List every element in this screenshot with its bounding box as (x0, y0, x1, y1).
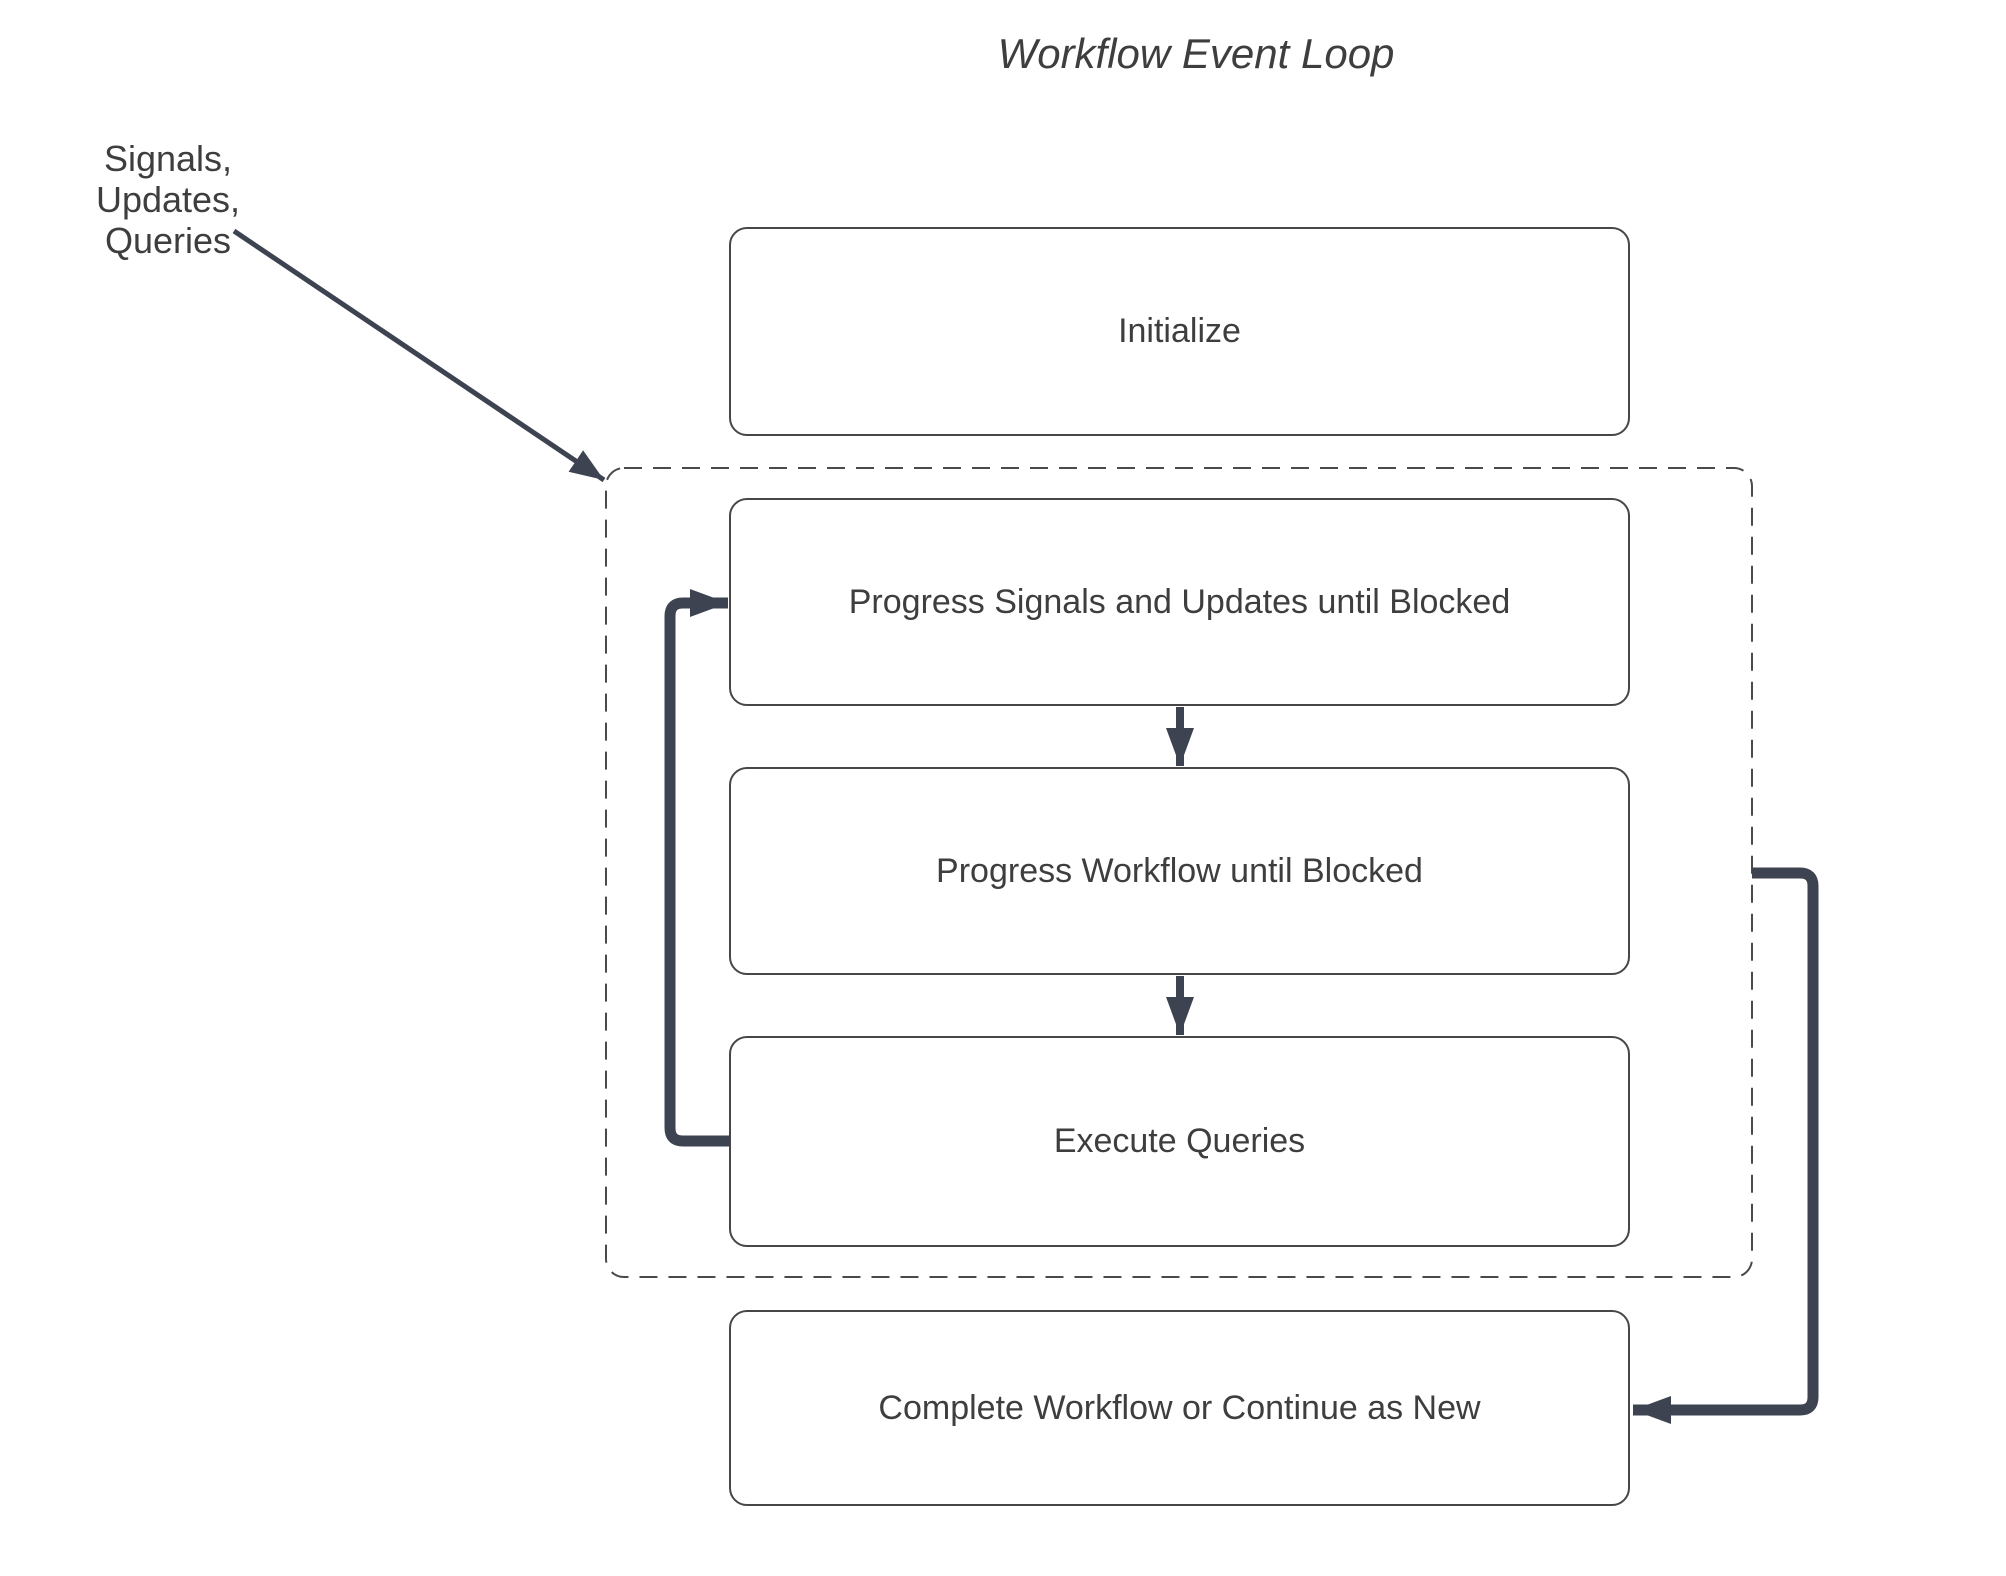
edge-loop-to-complete-workflow (1633, 867, 1819, 1424)
diagram-title: Workflow Event Loop (997, 30, 1395, 77)
node-execute-queries: Execute Queries (729, 1036, 1630, 1247)
node-execute-queries-label: Execute Queries (1053, 1122, 1306, 1160)
node-initialize: Initialize (729, 227, 1630, 436)
node-initialize-label: Initialize (1118, 312, 1241, 350)
node-complete-workflow-label: Complete Workflow or Continue as New (878, 1388, 1481, 1427)
edge-execute-queries-to-progress-signals (664, 589, 730, 1147)
node-progress-workflow: Progress Workflow until Blocked (729, 767, 1630, 975)
node-progress-workflow-label: Progress Workflow until Blocked (936, 851, 1423, 890)
node-complete-workflow: Complete Workflow or Continue as New (729, 1310, 1630, 1506)
node-progress-signals-label: Progress Signals and Updates until Block… (848, 582, 1511, 621)
external-events-label: Signals, Updates, Queries (95, 138, 241, 261)
edge-signals-to-loop (232, 228, 606, 483)
node-progress-signals: Progress Signals and Updates until Block… (729, 498, 1630, 706)
